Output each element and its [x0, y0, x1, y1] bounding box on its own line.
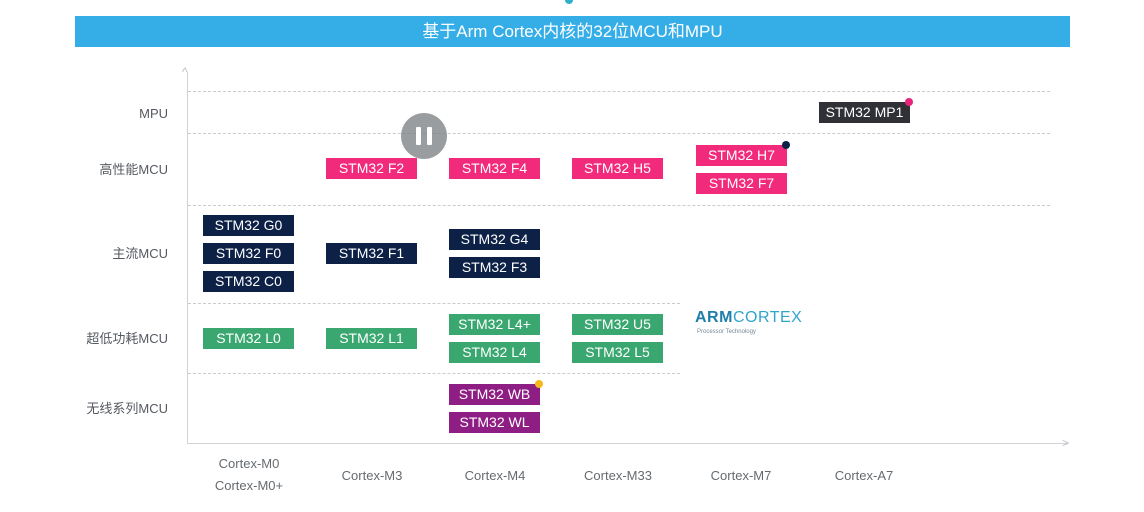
- grid-line-mpu-hp: [188, 133, 1050, 134]
- chip-stm32-h7[interactable]: STM32 H7: [696, 145, 787, 166]
- grid-line-hp-main: [188, 205, 1050, 206]
- chip-stm32-f3[interactable]: STM32 F3: [449, 257, 540, 278]
- chip-stm32-mp1[interactable]: STM32 MP1: [819, 102, 910, 123]
- chip-stm32-f2[interactable]: STM32 F2: [326, 158, 417, 179]
- y-axis: [187, 72, 188, 444]
- col-label-m7: Cortex-M7: [710, 468, 772, 483]
- new-marker-wb-dot: [535, 380, 543, 388]
- row-label-mainstream: 主流MCU: [112, 246, 168, 261]
- chip-stm32-l0[interactable]: STM32 L0: [203, 328, 294, 349]
- col-label-m3: Cortex-M3: [341, 468, 403, 483]
- row-label-high-performance: 高性能MCU: [99, 162, 168, 177]
- pause-bar-left: [416, 127, 421, 145]
- col-label-m4: Cortex-M4: [464, 468, 526, 483]
- new-marker-mp1-dot: [905, 98, 913, 106]
- logo-brand: ARM: [695, 309, 733, 326]
- chip-stm32-h5[interactable]: STM32 H5: [572, 158, 663, 179]
- x-axis: [187, 443, 1067, 444]
- row-label-wireless: 无线系列MCU: [86, 401, 168, 416]
- chip-stm32-f7[interactable]: STM32 F7: [696, 173, 787, 194]
- col-label-m33: Cortex-M33: [584, 468, 652, 483]
- logo-product: CORTEX: [732, 309, 803, 326]
- chip-stm32-u5[interactable]: STM32 U5: [572, 314, 663, 335]
- chip-stm32-l4plus[interactable]: STM32 L4+: [449, 314, 540, 335]
- col-label-m0-line2: Cortex-M0+: [214, 478, 284, 493]
- col-label-m0-line1: Cortex-M0: [218, 456, 280, 471]
- row-label-mpu: MPU: [139, 106, 168, 121]
- chip-stm32-l1[interactable]: STM32 L1: [326, 328, 417, 349]
- page-title: 基于Arm Cortex内核的32位MCU和MPU: [75, 16, 1070, 47]
- chip-stm32-g0[interactable]: STM32 G0: [203, 215, 294, 236]
- chip-stm32-wb[interactable]: STM32 WB: [449, 384, 540, 405]
- logo-tagline: Processor Technology: [697, 329, 756, 335]
- col-label-a7: Cortex-A7: [834, 468, 894, 483]
- chip-stm32-g4[interactable]: STM32 G4: [449, 229, 540, 250]
- grid-line-mpu-top: [188, 91, 1050, 92]
- new-marker-h7-dot: [782, 141, 790, 149]
- y-axis-arrow-icon: ^: [182, 65, 188, 79]
- chip-stm32-l5[interactable]: STM32 L5: [572, 342, 663, 363]
- chip-stm32-wl[interactable]: STM32 WL: [449, 412, 540, 433]
- chip-stm32-c0[interactable]: STM32 C0: [203, 271, 294, 292]
- arm-cortex-logo-text: ARMCORTEX: [695, 309, 815, 327]
- grid-line-main-ulp: [188, 303, 680, 304]
- grid-line-ulp-wl: [188, 373, 680, 374]
- pause-bar-right: [427, 127, 432, 145]
- chip-stm32-f4[interactable]: STM32 F4: [449, 158, 540, 179]
- arm-cortex-logo: ARMCORTEX Processor Technology: [695, 309, 815, 339]
- col-label-m0: Cortex-M0 Cortex-M0+: [194, 453, 304, 497]
- top-indicator-dot: [565, 0, 573, 4]
- pause-icon[interactable]: [401, 113, 447, 159]
- chip-stm32-f1[interactable]: STM32 F1: [326, 243, 417, 264]
- x-axis-arrow-icon: >: [1062, 436, 1070, 450]
- chip-stm32-f0[interactable]: STM32 F0: [203, 243, 294, 264]
- row-label-ultra-low-power: 超低功耗MCU: [86, 331, 168, 346]
- chip-stm32-l4[interactable]: STM32 L4: [449, 342, 540, 363]
